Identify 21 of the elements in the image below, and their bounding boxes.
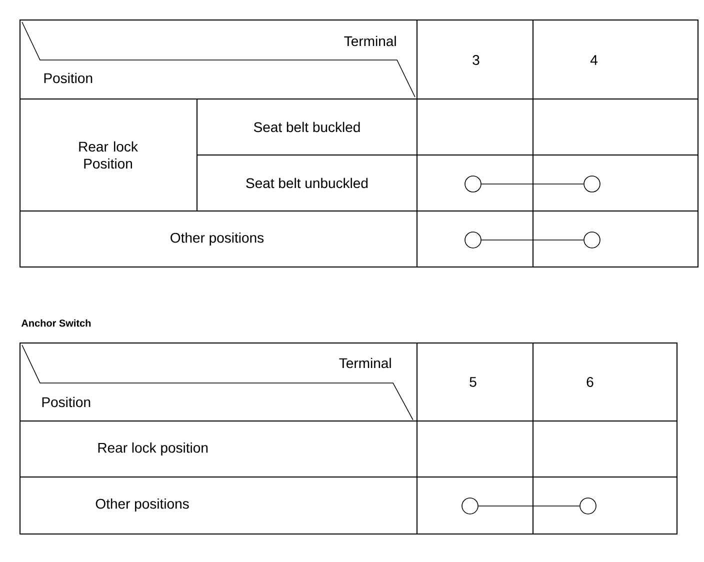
header-text: Terminal xyxy=(339,358,391,368)
terminal-circle xyxy=(464,232,482,248)
terminal-circle xyxy=(462,498,478,514)
terminal-number: 3 xyxy=(472,55,480,65)
terminal-circle xyxy=(584,176,600,192)
terminal-number: 6 xyxy=(586,377,594,387)
terminal-number: 5 xyxy=(470,377,476,387)
header-text: Terminal xyxy=(344,36,396,46)
terminal-number: 4 xyxy=(590,55,598,65)
row-header-text: Rear lock Position xyxy=(79,141,138,169)
cell-text: Other positions xyxy=(170,232,264,246)
cell-text: Other positions xyxy=(96,498,189,512)
header-text: Position xyxy=(42,396,90,408)
terminal-circle xyxy=(464,176,482,192)
header-text: Position xyxy=(44,72,92,84)
cell-text: Rear lock position xyxy=(98,442,208,456)
table-title: Anchor Switch xyxy=(21,319,91,327)
cell-text: Seat belt unbuckled xyxy=(246,178,368,188)
terminal-circle xyxy=(580,498,596,514)
cell-text: Seat belt buckled xyxy=(254,122,360,132)
terminal-circle xyxy=(584,232,600,248)
